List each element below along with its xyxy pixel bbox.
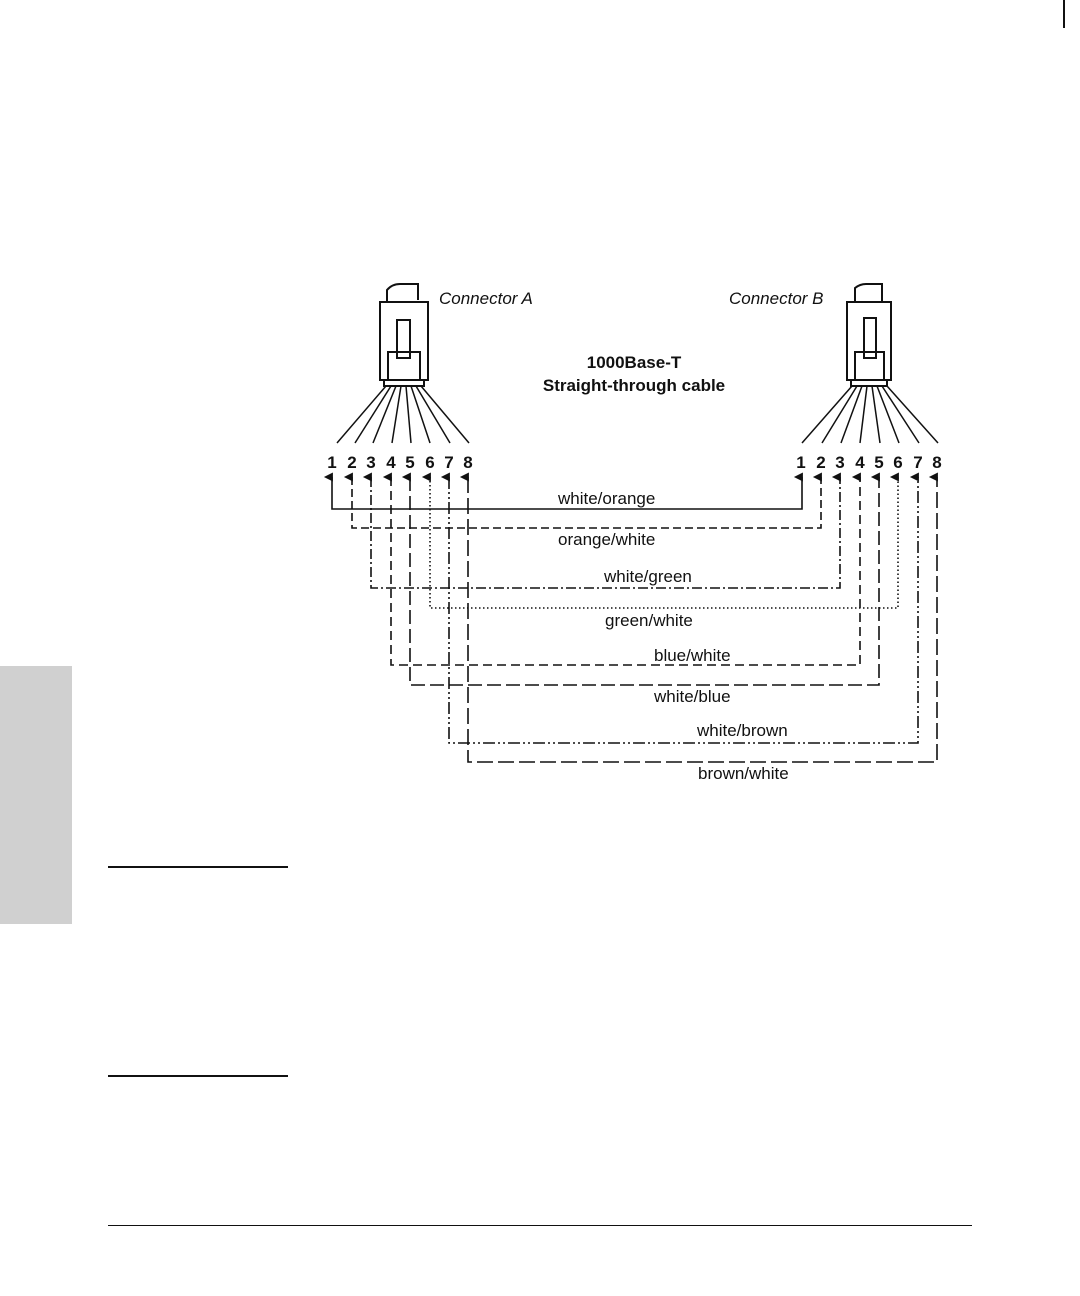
pin-a-2: 2 <box>347 453 356 472</box>
pin-b-6: 6 <box>893 453 902 472</box>
connector-a-pin-numbers: 1 2 3 4 5 6 7 8 <box>327 453 472 472</box>
pin-b-8: 8 <box>932 453 941 472</box>
diagram-title-line1: 1000Base-T <box>587 353 682 372</box>
pin-a-4: 4 <box>386 453 396 472</box>
pin-b-2: 2 <box>816 453 825 472</box>
pin-b-5: 5 <box>874 453 883 472</box>
wire-label-white-brown: white/brown <box>696 721 788 740</box>
connector-a-fanout <box>337 386 469 443</box>
footer-rule <box>108 1225 972 1226</box>
section-divider-upper <box>108 866 288 868</box>
connector-b-pin-numbers: 1 2 3 4 5 6 7 8 <box>796 453 941 472</box>
connector-a-plug-icon <box>380 284 428 386</box>
pin-b-1: 1 <box>796 453 805 472</box>
wire-brown-white <box>468 477 937 762</box>
diagram-title-line2: Straight-through cable <box>543 376 725 395</box>
pin-a-6: 6 <box>425 453 434 472</box>
pin-a-8: 8 <box>463 453 472 472</box>
pin-b-3: 3 <box>835 453 844 472</box>
connector-a-label: Connector A <box>439 289 533 308</box>
connector-b-fanout <box>802 386 938 443</box>
wire-label-brown-white: brown/white <box>698 764 789 783</box>
section-divider-lower <box>108 1075 288 1077</box>
wire-label-white-blue: white/blue <box>653 687 731 706</box>
wire-label-green-white: green/white <box>605 611 693 630</box>
pin-a-5: 5 <box>405 453 414 472</box>
pin-a-3: 3 <box>366 453 375 472</box>
wire-label-blue-white: blue/white <box>654 646 731 665</box>
wire-label-white-orange: white/orange <box>557 489 655 508</box>
connector-b-plug-icon <box>847 284 891 386</box>
pin-a-7: 7 <box>444 453 453 472</box>
wire-label-white-green: white/green <box>603 567 692 586</box>
pin-b-7: 7 <box>913 453 922 472</box>
connector-b-label: Connector B <box>729 289 824 308</box>
wire-label-orange-white: orange/white <box>558 530 655 549</box>
pin-a-1: 1 <box>327 453 336 472</box>
wire-labels: white/orange orange/white white/green gr… <box>557 489 789 783</box>
pin-b-4: 4 <box>855 453 865 472</box>
